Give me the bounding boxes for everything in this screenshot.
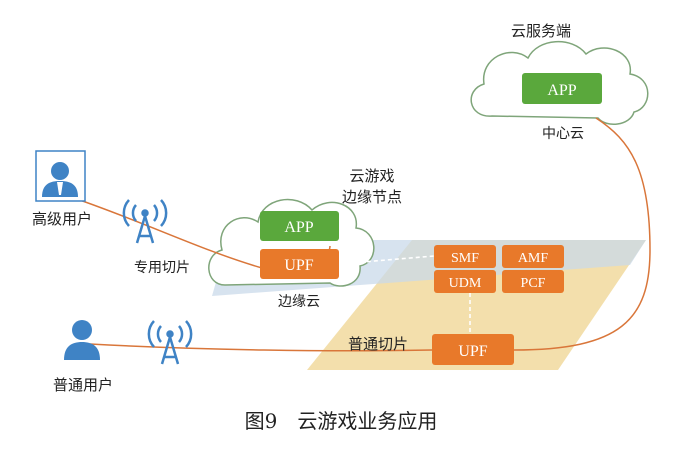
vip-user-label: 高级用户 bbox=[32, 210, 92, 228]
udm-box: UDM bbox=[434, 270, 496, 293]
pcf-box: PCF bbox=[502, 270, 564, 293]
pcf-label: PCF bbox=[521, 276, 546, 291]
smf-label: SMF bbox=[451, 251, 479, 266]
center-cloud-label: 中心云 bbox=[542, 126, 584, 142]
normal-upf-label: UPF bbox=[458, 343, 487, 360]
normal-user-label: 普通用户 bbox=[53, 376, 113, 394]
cloud-service-label: 云服务端 bbox=[511, 22, 571, 40]
center-cloud-link bbox=[513, 117, 651, 351]
edge-app-label: APP bbox=[284, 219, 313, 236]
edge-app-box: APP bbox=[260, 211, 339, 241]
antenna-tower-icon bbox=[122, 199, 168, 244]
smf-box: SMF bbox=[434, 245, 496, 268]
dedicated-slice-label: 专用切片 bbox=[134, 260, 190, 276]
normal-user-icon bbox=[64, 320, 100, 360]
edge-cloud-label: 边缘云 bbox=[278, 294, 320, 310]
amf-box: AMF bbox=[502, 245, 564, 268]
edge-upf-box: UPF bbox=[260, 249, 339, 279]
figure-caption: 图9 云游戏业务应用 bbox=[245, 409, 438, 433]
normal-slice-label: 普通切片 bbox=[348, 335, 408, 353]
normal-upf-box: UPF bbox=[432, 334, 514, 365]
edge-node-label-line2: 边缘节点 bbox=[342, 188, 402, 206]
antenna-tower-icon-lower bbox=[147, 320, 193, 365]
edge-node-label-line1: 云游戏 bbox=[349, 167, 394, 185]
vip-user-icon bbox=[35, 150, 86, 202]
amf-label: AMF bbox=[518, 251, 549, 266]
udm-label: UDM bbox=[449, 276, 482, 291]
normal-slice-link bbox=[89, 343, 433, 352]
center-app-box: APP bbox=[522, 73, 602, 104]
n4-dashed-link bbox=[338, 255, 435, 265]
edge-upf-label: UPF bbox=[284, 257, 313, 274]
center-app-label: APP bbox=[547, 82, 576, 99]
